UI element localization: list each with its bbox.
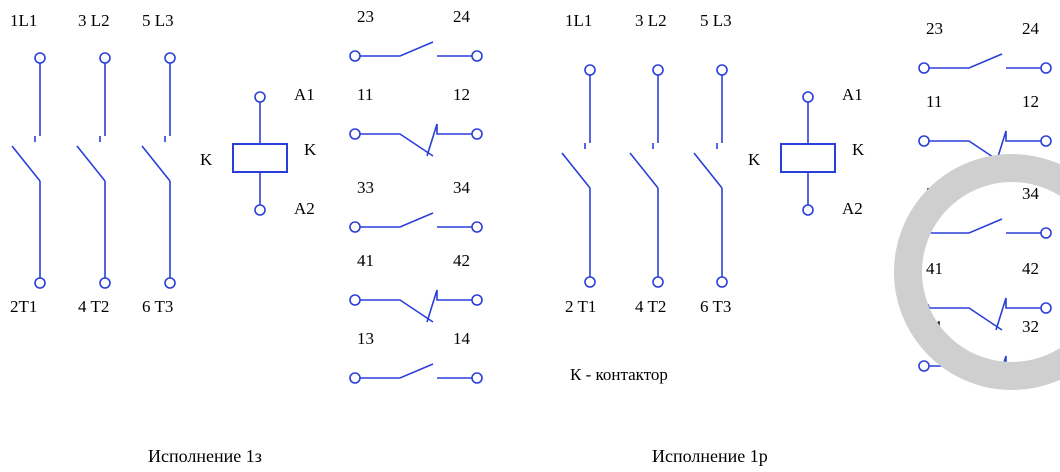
pole-bottom-label: 2 T1 — [565, 297, 596, 316]
pole-bottom-terminal — [584, 276, 596, 288]
contact-no-blade — [360, 212, 434, 228]
contact-right-label: 32 — [1022, 317, 1039, 336]
coil-a2-label: A2 — [842, 199, 863, 218]
contact-right-terminal — [471, 221, 483, 233]
contact-right-label: 34 — [453, 178, 471, 197]
pole-moving-blade — [11, 145, 41, 182]
pole-bottom-label: 6 T3 — [142, 297, 173, 316]
pole-bottom-label: 6 T3 — [700, 297, 731, 316]
coil-left-label: K — [200, 150, 213, 169]
pole-moving-blade — [629, 152, 659, 189]
contact-left-label: 13 — [357, 329, 374, 348]
coil-left-label: K — [748, 150, 761, 169]
pole-bottom-label: 4 T2 — [78, 297, 109, 316]
contact-right-label: 12 — [1022, 92, 1039, 111]
pole-top-terminal — [164, 52, 176, 64]
contact-left-label: 23 — [357, 7, 374, 26]
pole-bottom-terminal — [716, 276, 728, 288]
contact-no-blade — [360, 41, 434, 57]
coil-a2-terminal — [802, 204, 814, 216]
panel-caption: Исполнение 1р — [652, 446, 768, 466]
contact-right-terminal — [1040, 302, 1052, 314]
watermark-ring — [894, 154, 1060, 390]
contact-nc-fixed — [995, 297, 1041, 331]
coil-symbol — [232, 143, 288, 173]
contact-left-terminal — [918, 62, 930, 74]
contact-left-terminal — [349, 294, 361, 306]
coil-right-label: K — [304, 140, 317, 159]
contact-right-terminal — [471, 128, 483, 140]
contact-nc-blade — [360, 133, 434, 157]
pole-moving-blade — [76, 145, 106, 182]
pole-top-label: 5 L3 — [142, 11, 174, 30]
contact-left-label: 11 — [926, 92, 942, 111]
panel-caption: Исполнение 1з — [148, 446, 262, 466]
contact-right-terminal — [471, 372, 483, 384]
contact-right-terminal — [471, 294, 483, 306]
contact-no-blade — [929, 53, 1003, 69]
contact-right-terminal — [1040, 62, 1052, 74]
pole-top-label: 5 L3 — [700, 11, 732, 30]
coil-a2-label: A2 — [294, 199, 315, 218]
contact-right-label: 24 — [1022, 19, 1040, 38]
contact-no-blade — [929, 218, 1003, 234]
contact-left-label: 11 — [357, 85, 373, 104]
contact-right-label: 24 — [453, 7, 471, 26]
pole-top-label: 3 L2 — [78, 11, 110, 30]
pole-top-terminal — [99, 52, 111, 64]
coil-a1-terminal — [254, 91, 266, 103]
coil-a1-terminal — [802, 91, 814, 103]
coil-symbol — [780, 143, 836, 173]
pole-top-terminal — [652, 64, 664, 76]
pole-bottom-terminal — [164, 277, 176, 289]
coil-a2-terminal — [254, 204, 266, 216]
contact-left-terminal — [349, 221, 361, 233]
pole-moving-blade — [693, 152, 723, 189]
contact-right-label: 42 — [1022, 259, 1039, 278]
contact-nc-blade — [360, 299, 434, 323]
contact-right-terminal — [1040, 135, 1052, 147]
contact-right-terminal — [471, 50, 483, 62]
contact-nc-fixed — [426, 289, 472, 323]
contact-right-label: 14 — [453, 329, 471, 348]
pole-bottom-label: 4 T2 — [635, 297, 666, 316]
coil-right-label: K — [852, 140, 865, 159]
contact-left-terminal — [918, 360, 930, 372]
pole-top-terminal — [34, 52, 46, 64]
contact-no-blade — [360, 363, 434, 379]
contact-left-label: 23 — [926, 19, 943, 38]
contact-right-label: 42 — [453, 251, 470, 270]
pole-bottom-label: 2T1 — [10, 297, 37, 316]
pole-top-label: 1L1 — [565, 11, 592, 30]
pole-moving-blade — [141, 145, 171, 182]
contact-left-terminal — [349, 372, 361, 384]
pole-top-label: 1L1 — [10, 11, 37, 30]
contact-right-label: 34 — [1022, 184, 1040, 203]
contact-nc-fixed — [995, 130, 1041, 164]
coil-a1-label: A1 — [294, 85, 315, 104]
contact-nc-fixed — [426, 123, 472, 157]
pole-top-terminal — [584, 64, 596, 76]
pole-top-label: 3 L2 — [635, 11, 667, 30]
pole-bottom-terminal — [34, 277, 46, 289]
pole-moving-blade — [561, 152, 591, 189]
coil-a1-label: A1 — [842, 85, 863, 104]
pole-bottom-terminal — [652, 276, 664, 288]
contact-left-terminal — [349, 50, 361, 62]
contact-left-label: 41 — [357, 251, 374, 270]
pole-top-terminal — [716, 64, 728, 76]
contact-nc-blade — [929, 307, 1003, 331]
contact-left-terminal — [918, 135, 930, 147]
legend-text: К - контактор — [570, 365, 668, 384]
contact-left-terminal — [349, 128, 361, 140]
contact-nc-blade — [929, 140, 1003, 164]
pole-bottom-terminal — [99, 277, 111, 289]
contact-left-label: 41 — [926, 259, 943, 278]
contact-right-terminal — [1040, 227, 1052, 239]
contact-right-label: 12 — [453, 85, 470, 104]
contact-left-label: 33 — [357, 178, 374, 197]
